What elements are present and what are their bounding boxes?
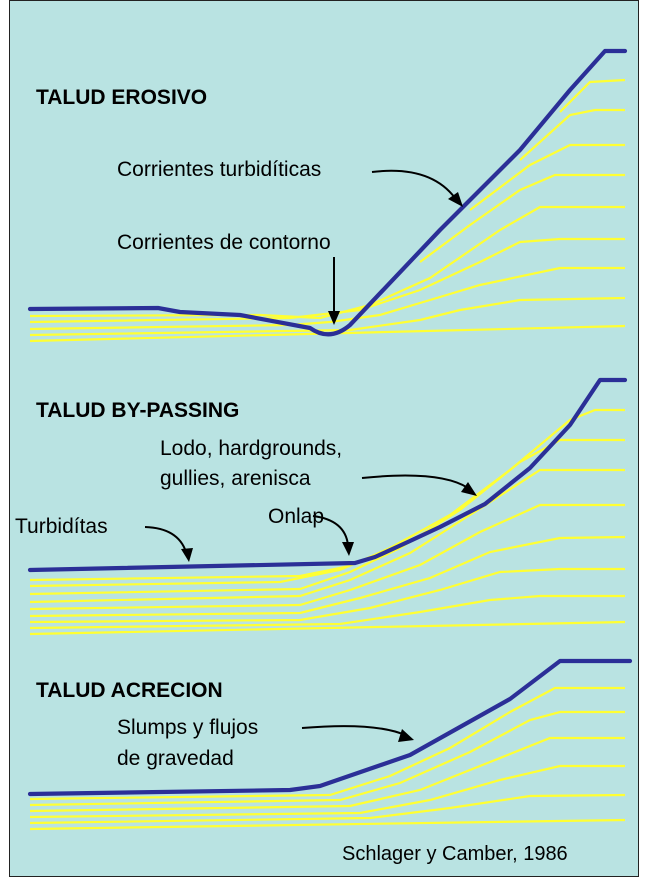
stratum-line (469, 143, 625, 211)
panel-title: TALUD BY-PASSING (36, 399, 239, 422)
stratum-line (29, 503, 625, 611)
slope-profile-bypassing (27, 377, 628, 573)
label-slumps: Slumps y flujos (117, 716, 258, 739)
arrow-mud (361, 474, 469, 489)
stratum-line (29, 764, 625, 819)
slope-profile-accretion (27, 658, 633, 797)
arrowhead (342, 542, 354, 556)
stratum-line (559, 78, 626, 113)
slope-profile-erosive (27, 48, 628, 337)
stratum-line (29, 567, 625, 624)
stratum-line (29, 818, 626, 831)
arrow-turbidity (371, 169, 456, 199)
arrowhead (398, 729, 414, 742)
strata-erosive (29, 78, 626, 343)
stratum-line (29, 205, 625, 320)
stratum-line (29, 468, 625, 604)
arrow-slumps (301, 725, 406, 736)
panel-bypassing: TALUD BY-PASSING Lodo, hardgrounds, gull… (15, 377, 628, 636)
stratum-line (29, 793, 626, 825)
stratum-line (419, 173, 625, 263)
label-mud-hardgrounds: Lodo, hardgrounds, (160, 437, 342, 460)
stratum-line (29, 710, 625, 807)
panel-title: TALUD EROSIVO (36, 86, 207, 109)
label-turbidites: Turbidítas (15, 515, 108, 538)
stratum-line (519, 108, 625, 161)
panel-accretion: TALUD ACRECION Slumps y flujos de graved… (27, 658, 633, 831)
label-turbidity-currents: Corrientes turbidíticas (117, 158, 321, 181)
label-gravity-flows: de gravedad (117, 747, 234, 770)
arrow-turbidites (144, 526, 187, 553)
label-onlap: Onlap (268, 505, 324, 528)
stratum-line (29, 736, 625, 813)
stratum-line (29, 594, 625, 630)
arrow-onlap (312, 515, 349, 546)
label-gullies-sandstone: gullies, arenisca (160, 467, 311, 490)
stratum-line (29, 686, 625, 801)
arrowhead (181, 548, 193, 562)
stratum-line (29, 535, 626, 618)
strata-accretion (29, 686, 626, 831)
stratum-line (29, 296, 626, 337)
arrowhead (461, 482, 477, 496)
stratum-line (29, 620, 626, 636)
arrowhead (448, 192, 463, 207)
arrowhead (328, 311, 340, 325)
credit-text: Schlager y Camber, 1986 (342, 843, 568, 865)
stratum-line (29, 408, 625, 588)
label-contour-currents: Corrientes de contorno (117, 231, 331, 254)
stratum-line (29, 564, 351, 582)
panel-erosive: TALUD EROSIVO Corrientes turbidíticas Co… (27, 48, 628, 343)
panel-title: TALUD ACRECION (36, 679, 223, 702)
